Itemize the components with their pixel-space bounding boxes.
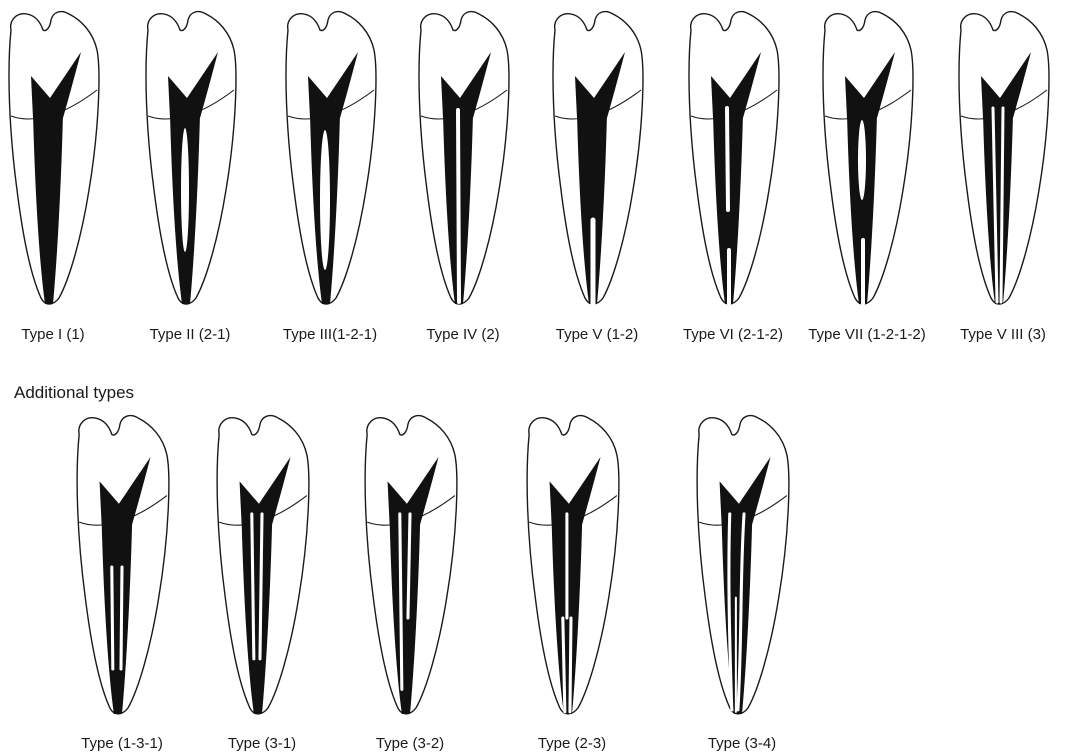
canal-separation bbox=[727, 108, 728, 210]
type-label: Type II (2-1) bbox=[150, 327, 231, 342]
canal-separation bbox=[1001, 108, 1003, 302]
canal-separation bbox=[260, 514, 262, 659]
tooth-1 bbox=[9, 12, 99, 304]
tooth-3-4 bbox=[697, 416, 789, 714]
type-label: Type V III (3) bbox=[960, 327, 1046, 342]
tooth-1-2 bbox=[553, 12, 643, 304]
canal-separation bbox=[570, 618, 571, 712]
canal-separation bbox=[121, 567, 122, 669]
tooth-3-1 bbox=[217, 416, 309, 714]
tooth-2-1-2 bbox=[689, 12, 779, 304]
type-label: Type (2-3) bbox=[538, 736, 606, 751]
additional-types-heading: Additional types bbox=[14, 383, 134, 403]
canal-separation bbox=[252, 514, 254, 659]
type-label: Type III(1-2-1) bbox=[283, 327, 377, 342]
tooth-1-3-1 bbox=[77, 416, 169, 714]
tooth-1-2-1-2 bbox=[823, 12, 913, 304]
tooth-2 bbox=[419, 12, 509, 304]
type-label: Type (3-4) bbox=[708, 736, 776, 751]
type-label: Type I (1) bbox=[21, 327, 84, 342]
canal-separation bbox=[563, 618, 565, 712]
tooth-2-1 bbox=[146, 12, 236, 304]
type-label: Type (1-3-1) bbox=[81, 736, 163, 751]
canal-separation bbox=[181, 128, 189, 252]
canal-separation bbox=[320, 130, 330, 270]
canal-separation bbox=[458, 110, 459, 302]
tooth-3-2 bbox=[365, 416, 457, 714]
canal-separation bbox=[408, 514, 410, 618]
type-label: Type VII (1-2-1-2) bbox=[808, 327, 926, 342]
tooth-3 bbox=[959, 12, 1049, 304]
type-label: Type IV (2) bbox=[426, 327, 499, 342]
tooth-1-2-1 bbox=[286, 12, 376, 304]
canal-separation bbox=[858, 120, 866, 200]
tooth-2-3 bbox=[527, 416, 619, 714]
type-label: Type (3-1) bbox=[228, 736, 296, 751]
canal-separation bbox=[112, 567, 113, 669]
type-label: Type V (1-2) bbox=[556, 327, 639, 342]
type-label: Type VI (2-1-2) bbox=[683, 327, 783, 342]
canal-separation bbox=[400, 514, 402, 689]
type-label: Type (3-2) bbox=[376, 736, 444, 751]
